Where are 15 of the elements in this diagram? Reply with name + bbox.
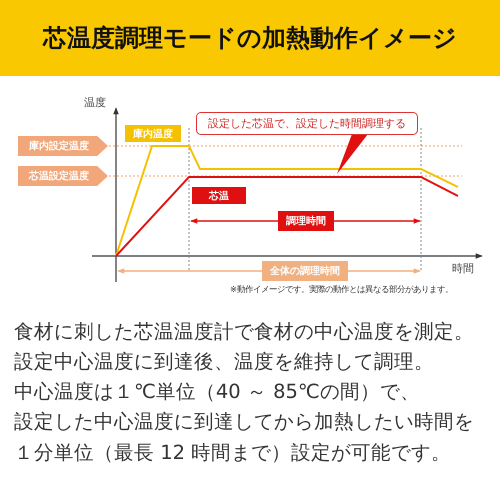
title-banner: 芯温度調理モードの加熱動作イメージ [0, 0, 500, 76]
axis-label: 温度 [84, 96, 106, 110]
duration-label: 調理時間 [278, 211, 334, 231]
description-text: 設定中心温度に到達後、温度を維持して調理。 [14, 349, 434, 375]
description-text: 中心温度は１℃単位（40 ～ 85℃の間）で、 [14, 379, 420, 405]
axis-label: 時間 [452, 262, 474, 276]
description-text: 食材に刺した芯温温度計で食材の中心温度を測定。 [14, 319, 474, 345]
series-label: 庫内温度 [125, 125, 181, 142]
temperature-tag: 庫内設定温度 [18, 136, 108, 156]
description-text: 設定した中心温度に到達してから加熱したい時間を１分単位（最長 12 時間まで）設定が可能です。 [14, 409, 475, 466]
duration-label: 全体の調理時間 [262, 261, 348, 281]
note-text: ※動作イメージです。実際の動作とは異なる部分があります。 [230, 284, 454, 294]
temperature-tag: 芯温設定温度 [18, 166, 108, 186]
callout-box: 設定した芯温で、設定した時間調理する [196, 112, 418, 135]
series-label: 芯温 [192, 187, 246, 204]
